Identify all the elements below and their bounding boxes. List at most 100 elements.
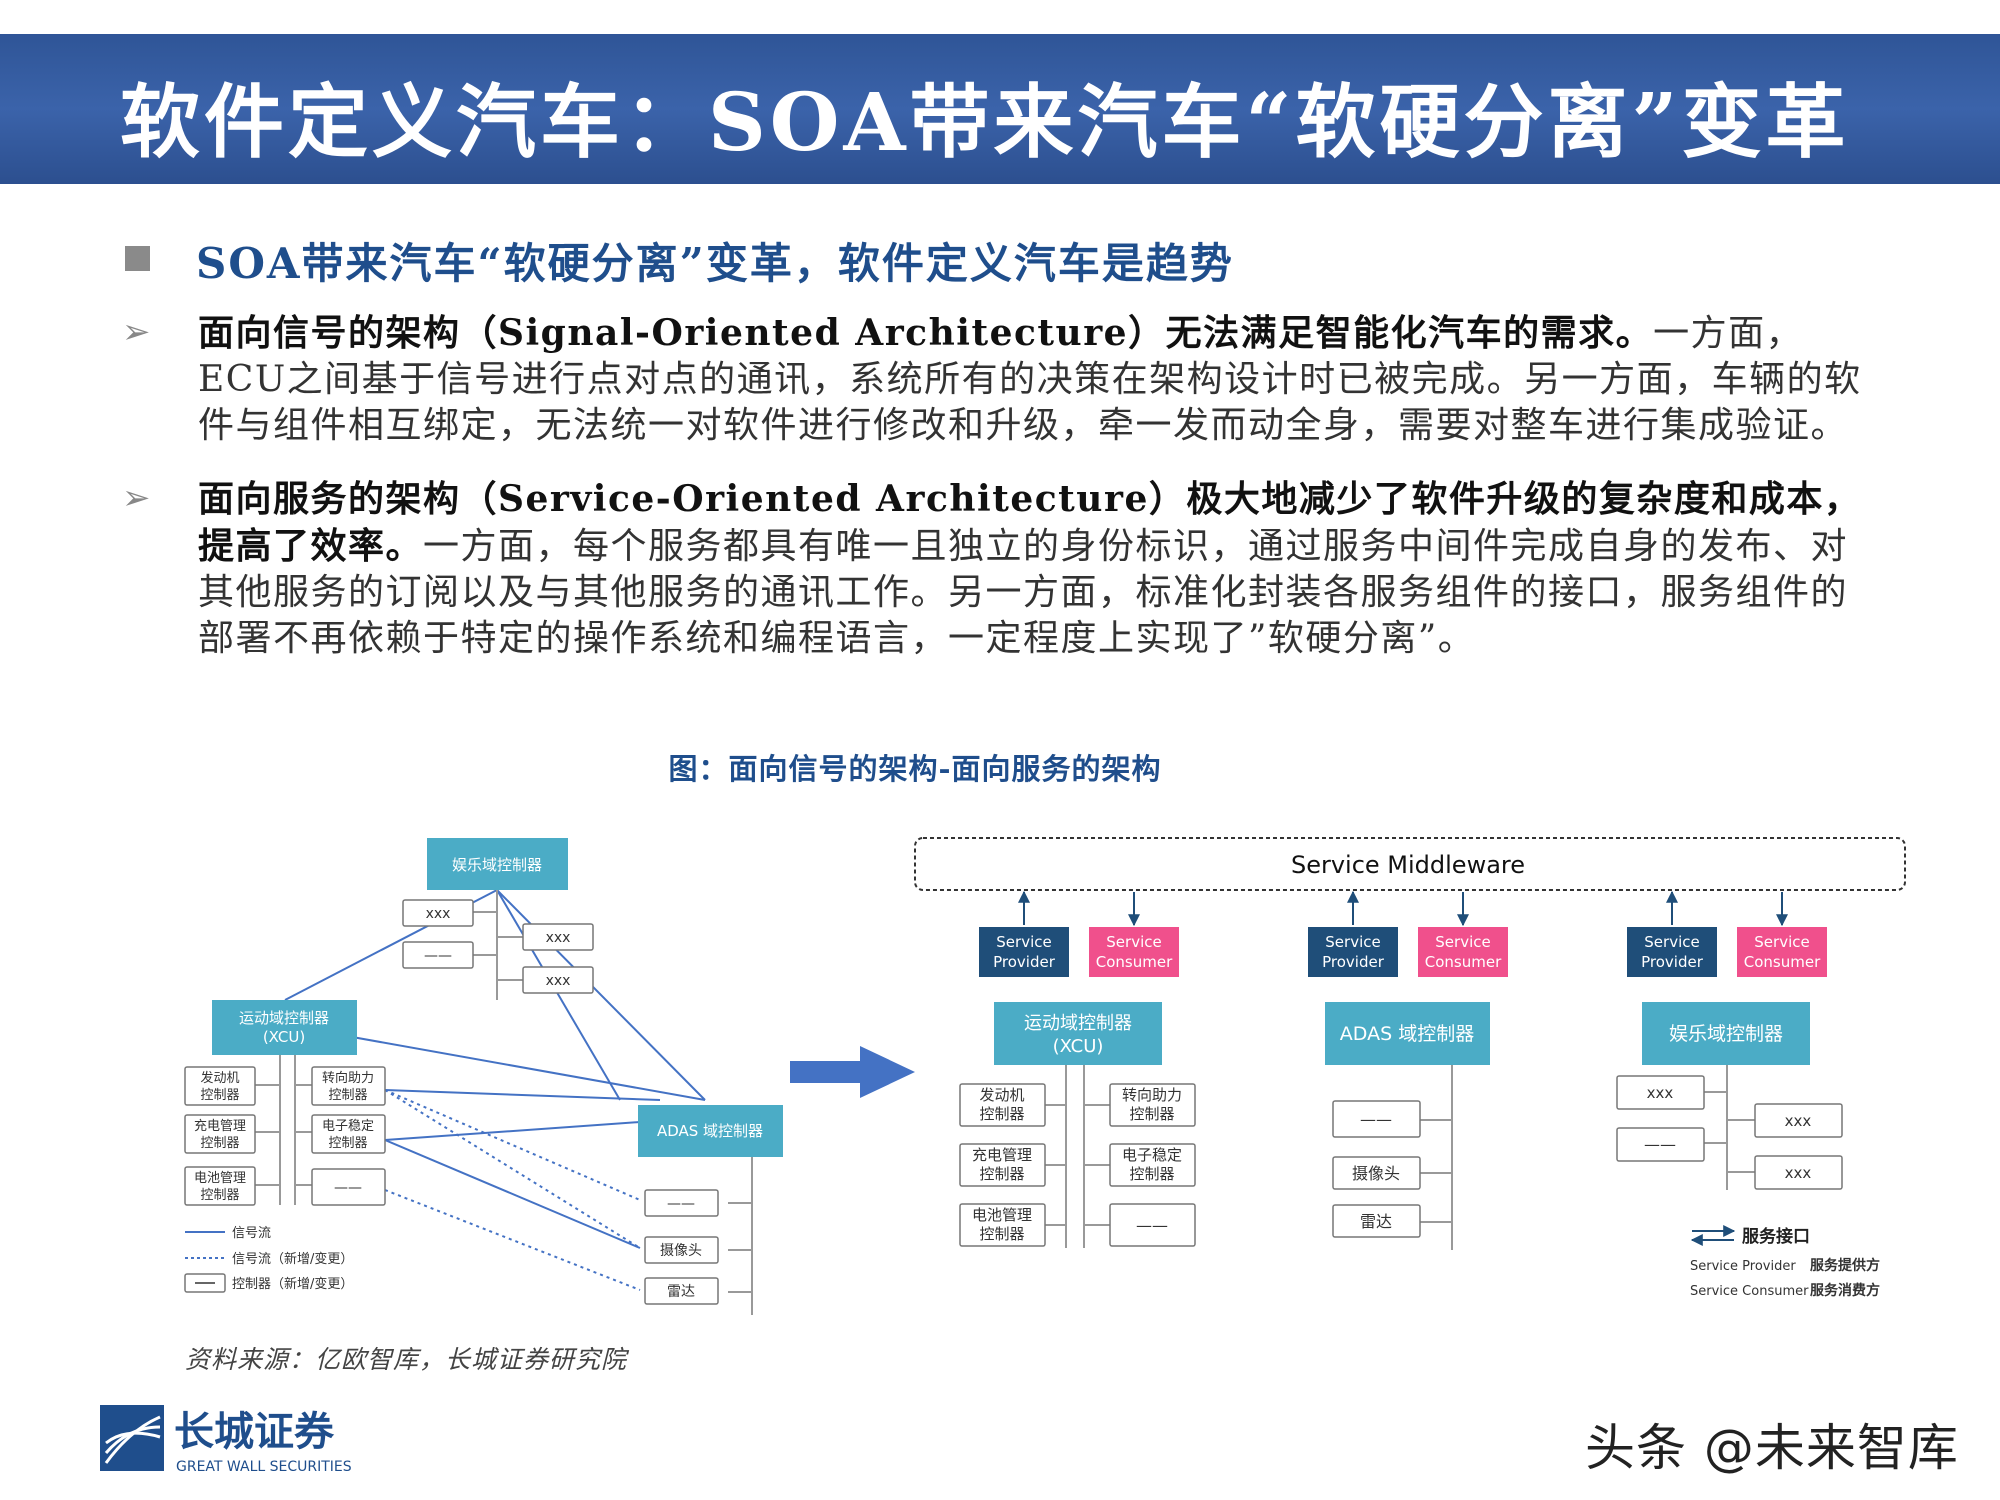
svg-text:Service: Service — [1644, 933, 1699, 951]
adas-controller-label: ADAS 域控制器 — [657, 1122, 763, 1140]
camera-box-soa: 摄像头 — [1332, 1156, 1421, 1190]
svg-text:电池管理: 电池管理 — [194, 1171, 246, 1186]
dash-box-soa: —— — [1109, 1203, 1196, 1247]
left-xxx-box — [402, 899, 474, 927]
service-middleware-label: Service Middleware — [1291, 851, 1525, 879]
paragraph-service-text: 一方面，每个服务都具有唯一且独立的身份标识，通过服务中间件完成自身的发布、对其他… — [198, 526, 1849, 659]
svg-text:Consumer: Consumer — [1096, 953, 1173, 971]
service-middleware — [914, 837, 1906, 891]
svg-text:Consumer: Consumer — [1425, 953, 1502, 971]
square-bullet-icon — [125, 246, 150, 271]
svg-text:发动机: 发动机 — [200, 1070, 239, 1086]
svg-text:控制器: 控制器 — [979, 1165, 1024, 1183]
signal-architecture: 娱乐域控制器 xxx —— xxx xxx 运动域控制器 (XCU) 发动机 控… — [184, 838, 783, 1315]
entertainment-controller — [427, 838, 568, 890]
svg-text:控制器: 控制器 — [328, 1088, 367, 1103]
right-legend: 服务接口 Service Provider 服务提供方 Service Cons… — [1690, 1225, 1880, 1299]
service-architecture: Service Middleware Service Provider Serv… — [914, 837, 1906, 1299]
entertainment-controller-label: 娱乐域控制器 — [452, 856, 542, 874]
svg-text:——: —— — [1360, 1110, 1392, 1129]
svg-text:Service: Service — [996, 933, 1051, 951]
watermark: 头条 @未来智库 — [1585, 1419, 1959, 1477]
paragraph-service-bold: 面向服务的架构（Service-Oriented Architecture）极大… — [198, 478, 1862, 567]
paragraph-signal-bold: 面向信号的架构（Signal-Oriented Architecture）无法满… — [198, 312, 1654, 354]
svg-text:GREAT WALL SECURITIES: GREAT WALL SECURITIES — [176, 1459, 352, 1475]
page-title: 软件定义汽车：SOA带来汽车“软硬分离”变革 — [120, 75, 1850, 169]
service-consumer-box: Service Consumer — [1089, 927, 1179, 977]
stability-controller: 电子稳定 控制器 — [311, 1114, 386, 1154]
svg-text:xxx: xxx — [1647, 1084, 1674, 1102]
left-xxx-label: xxx — [426, 906, 451, 922]
motion-controller — [212, 1000, 357, 1055]
paragraph-signal: 面向信号的架构（Signal-Oriented Architecture）无法满… — [198, 310, 1868, 449]
radar-box-soa: 雷达 — [1332, 1204, 1421, 1238]
motion-controller-sub: (XCU) — [263, 1028, 305, 1046]
adas-controller-soa-label: ADAS 域控制器 — [1340, 1023, 1474, 1045]
svg-text:转向助力: 转向助力 — [1122, 1086, 1182, 1104]
camera-box: 摄像头 — [644, 1236, 719, 1264]
service-consumer-box: Service Consumer — [1418, 927, 1508, 977]
svg-text:控制器（新增/变更）: 控制器（新增/变更） — [232, 1276, 353, 1292]
svg-text:xxx: xxx — [1785, 1164, 1812, 1182]
svg-text:服务消费方: 服务消费方 — [1810, 1282, 1880, 1299]
entertainment-dash-box: —— — [1616, 1127, 1705, 1162]
transition-arrow-icon — [790, 1046, 915, 1098]
svg-text:信号流: 信号流 — [232, 1226, 271, 1241]
motion-controller-soa — [994, 1002, 1162, 1065]
motion-controller-soa-label: 运动域控制器 — [1024, 1013, 1132, 1034]
svg-text:——: —— — [1136, 1216, 1168, 1235]
left-dash-box — [402, 941, 474, 969]
left-legend: 信号流 信号流（新增/变更） 控制器（新增/变更） — [184, 1226, 353, 1293]
left-dash-label: —— — [424, 948, 452, 964]
svg-text:服务提供方: 服务提供方 — [1810, 1257, 1880, 1274]
svg-text:控制器: 控制器 — [979, 1105, 1024, 1123]
charge-controller-soa: 充电管理 控制器 — [959, 1143, 1046, 1187]
svg-text:Service Consumer: Service Consumer — [1690, 1284, 1809, 1299]
svg-text:转向助力: 转向助力 — [322, 1070, 374, 1086]
svg-text:充电管理: 充电管理 — [194, 1118, 246, 1134]
steering-controller-soa: 转向助力 控制器 — [1109, 1083, 1196, 1127]
figure-caption: 图：面向信号的架构-面向服务的架构 — [668, 752, 1162, 786]
title-bar — [0, 34, 2000, 184]
svg-text:控制器: 控制器 — [1129, 1165, 1174, 1183]
svg-text:控制器: 控制器 — [328, 1136, 367, 1151]
left-xxx-label: xxx — [546, 930, 571, 946]
adas-dash-box: —— — [644, 1189, 719, 1217]
left-xxx-box — [522, 923, 594, 951]
svg-text:服务接口: 服务接口 — [1742, 1226, 1810, 1247]
adas-dash-box-soa: —— — [1332, 1100, 1421, 1138]
radar-box: 雷达 — [644, 1277, 719, 1305]
left-xxx-label: xxx — [546, 973, 571, 989]
svg-text:电子稳定: 电子稳定 — [322, 1118, 374, 1134]
svg-text:——: —— — [1644, 1135, 1676, 1154]
svg-text:Provider: Provider — [1322, 953, 1385, 971]
svg-text:控制器: 控制器 — [1129, 1105, 1174, 1123]
adas-controller — [638, 1105, 783, 1157]
engine-controller-soa: 发动机 控制器 — [959, 1083, 1046, 1127]
engine-controller: 发动机 控制器 — [184, 1066, 256, 1106]
steering-controller: 转向助力 控制器 — [311, 1066, 386, 1106]
battery-controller-soa: 电池管理 控制器 — [959, 1203, 1046, 1247]
motion-controller-label: 运动域控制器 — [239, 1009, 329, 1027]
svg-text:xxx: xxx — [1785, 1112, 1812, 1130]
adas-controller-soa — [1325, 1002, 1490, 1065]
svg-text:信号流（新增/变更）: 信号流（新增/变更） — [232, 1251, 353, 1267]
left-xxx-box — [522, 966, 594, 994]
svg-text:雷达: 雷达 — [667, 1284, 695, 1300]
svg-text:电子稳定: 电子稳定 — [1122, 1146, 1182, 1164]
svg-text:发动机: 发动机 — [979, 1086, 1024, 1104]
svg-text:Service Provider: Service Provider — [1690, 1259, 1796, 1274]
svg-text:电池管理: 电池管理 — [972, 1206, 1032, 1224]
svg-text:Service: Service — [1435, 933, 1490, 951]
svg-text:Service: Service — [1106, 933, 1161, 951]
entertainment-xxx-box: xxx — [1754, 1155, 1843, 1190]
svg-text:长城证券: 长城证券 — [174, 1409, 335, 1455]
service-provider-box: Service Provider — [1308, 927, 1398, 977]
service-provider-box: Service Provider — [1627, 927, 1717, 977]
svg-text:Provider: Provider — [1641, 953, 1704, 971]
svg-text:——: —— — [667, 1196, 695, 1212]
entertainment-xxx-box: xxx — [1616, 1075, 1705, 1110]
svg-text:摄像头: 摄像头 — [1352, 1164, 1400, 1183]
service-provider-box: Service Provider — [979, 927, 1069, 977]
new-signal-flow-lines — [384, 1089, 641, 1291]
